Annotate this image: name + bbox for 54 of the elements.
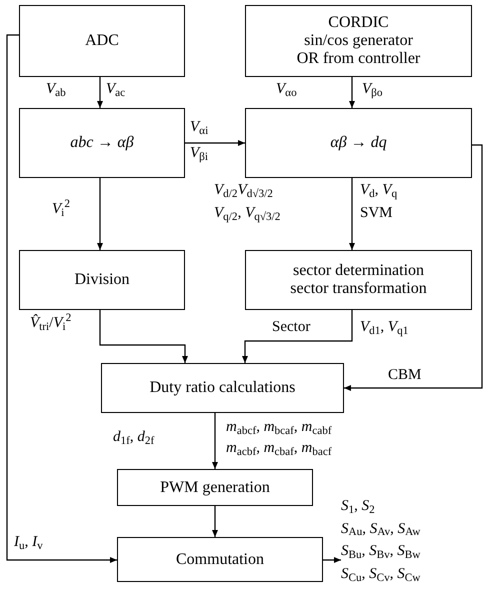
edge-label: V$_{αo}$ bbox=[276, 80, 297, 98]
edge-label: I$_{u}$, I$_{v}$ bbox=[14, 533, 43, 551]
arrow bbox=[6, 34, 117, 563]
arrow bbox=[323, 557, 341, 563]
box-text: sin/cos generator bbox=[304, 32, 413, 50]
process-box bbox=[117, 469, 313, 506]
signal-label: S$_{Cu}$, S$_{Cv}$, S$_{Cw}$ bbox=[341, 564, 420, 583]
signal-label: V$_{q/2}$, V$_{q√3/2}$ bbox=[214, 204, 280, 222]
arrow bbox=[99, 310, 188, 363]
arrow bbox=[185, 140, 245, 146]
edge-label: Sector bbox=[272, 318, 310, 336]
box-text: Commutation bbox=[176, 550, 264, 568]
box-text: sector determination bbox=[292, 262, 424, 280]
box-text: OR from controller bbox=[296, 50, 420, 68]
box-text: PWM generation bbox=[160, 478, 270, 496]
arrow bbox=[97, 77, 103, 108]
signal-label: S$_{Au}$, S$_{Av}$, S$_{Aw}$ bbox=[341, 520, 420, 538]
arrow bbox=[242, 310, 353, 363]
box-text: αβ → dq bbox=[330, 134, 387, 152]
box-text: abc → αβ bbox=[70, 134, 134, 152]
edge-label: V$_{d}$, V$_{q}$ bbox=[360, 181, 398, 199]
process-box bbox=[19, 250, 185, 310]
arrow bbox=[212, 413, 218, 469]
arrow bbox=[97, 178, 103, 250]
signal-label: m$_{abcf}$, m$_{bcaf}$, m$_{cabf}$ bbox=[226, 418, 332, 436]
process-box bbox=[117, 537, 323, 582]
process-box bbox=[19, 5, 185, 77]
arrow bbox=[344, 144, 483, 391]
arrow bbox=[349, 77, 355, 108]
signal-label: V$_{βi}$ bbox=[190, 144, 208, 162]
edge-label: CBM bbox=[388, 366, 422, 384]
process-box bbox=[101, 363, 344, 413]
process-box bbox=[245, 250, 472, 310]
process-box bbox=[245, 5, 472, 77]
signal-label: V$_{βo}$ bbox=[362, 80, 383, 98]
signal-label: V$_{d/2}$V$_{d√3/2}$ bbox=[214, 181, 273, 199]
edge-label: d$_{1f}$, d$_{2f}$ bbox=[113, 428, 154, 446]
signal-label: S$_{Bu}$, S$_{Bv}$, S$_{Bw}$ bbox=[341, 542, 420, 560]
process-box bbox=[19, 108, 185, 178]
edge-label: V$_{ab}$ bbox=[46, 80, 66, 98]
signal-label: SVM bbox=[360, 204, 393, 222]
arrow bbox=[212, 506, 218, 537]
box-text: ADC bbox=[85, 32, 119, 50]
box-text: CORDIC bbox=[328, 14, 389, 32]
edge-label: V$_{αi}$ bbox=[190, 118, 208, 136]
process-box bbox=[245, 108, 472, 178]
signal-label: m$_{acbf}$, m$_{cbaf}$, m$_{bacf}$ bbox=[226, 439, 332, 457]
signal-label: V$_{ac}$ bbox=[106, 80, 126, 98]
box-text: sector transformation bbox=[290, 280, 427, 298]
arrow bbox=[349, 178, 355, 250]
box-text: Duty ratio calculations bbox=[150, 379, 296, 397]
signal-label: V$_{d1}$, V$_{q1}$ bbox=[360, 318, 408, 336]
box-text: Division bbox=[74, 271, 130, 289]
signal-label: S$_{1}$, S$_{2}$ bbox=[341, 497, 375, 515]
